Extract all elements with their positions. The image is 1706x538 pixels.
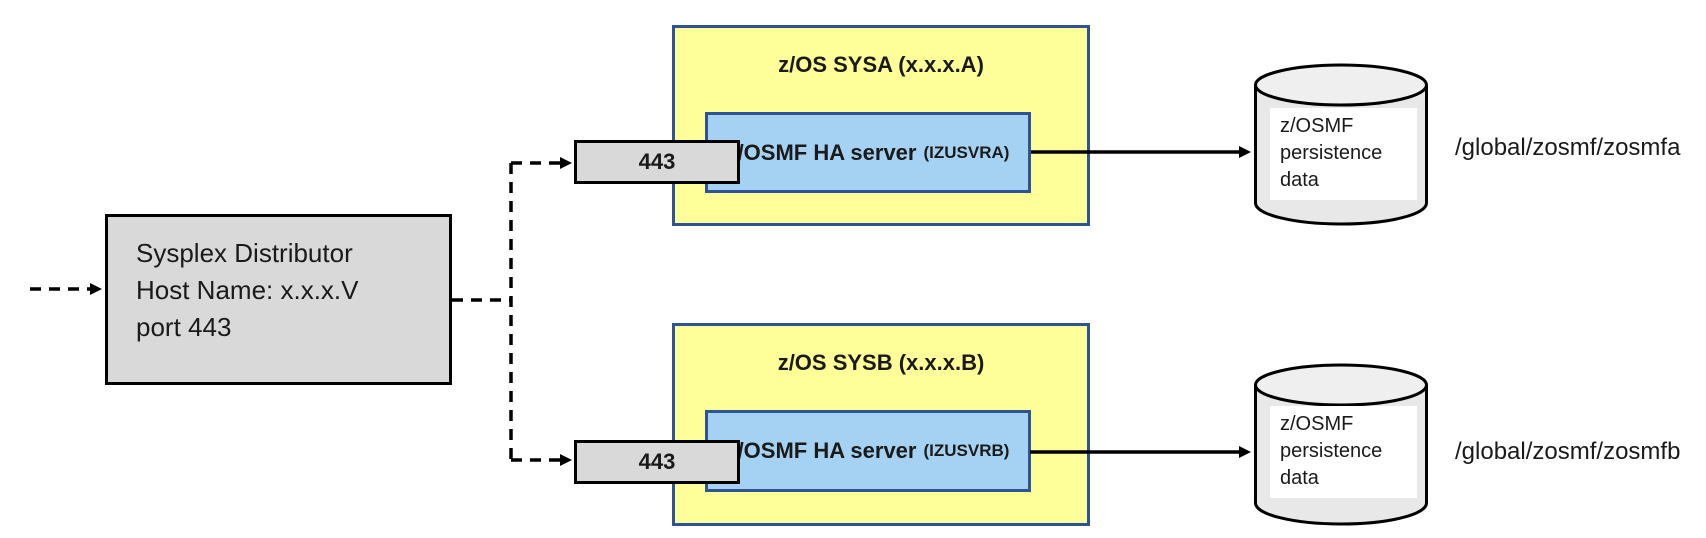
zos-sysb-title: z/OS SYSB (x.x.x.B) bbox=[777, 350, 985, 375]
distributor-title: Sysplex Distributor bbox=[136, 238, 353, 268]
server-b-instance: (IZUSVRB) bbox=[923, 441, 1010, 460]
port-443-a-box: 443 bbox=[574, 140, 740, 184]
server-a-instance: (IZUSVRA) bbox=[923, 142, 1010, 162]
distributor-hostname: Host Name: x.x.x.V bbox=[136, 275, 359, 305]
distributor-port: port 443 bbox=[136, 312, 232, 342]
server-a-label: z/OSMF HA server bbox=[726, 139, 917, 165]
persistence-data-a-label: z/OSMF persistence data bbox=[1270, 108, 1417, 200]
zosmf-ha-server-b-box: z/OSMF HA server (IZUSVRB) bbox=[705, 410, 1031, 492]
persistence-data-b-label: z/OSMF persistence data bbox=[1270, 406, 1417, 498]
port-a-label: 443 bbox=[638, 149, 676, 174]
zos-sysa-title: z/OS SYSA (x.x.x.A) bbox=[778, 52, 984, 77]
port-443-b-box: 443 bbox=[574, 440, 740, 484]
zosmf-ha-server-a-box: z/OSMF HA server (IZUSVRA) bbox=[705, 112, 1031, 193]
port-b-label: 443 bbox=[638, 449, 676, 474]
persistence-path-a: /global/zosmf/zosmfa bbox=[1455, 134, 1681, 161]
sysplex-distributor-box: Sysplex Distributor Host Name: x.x.x.V p… bbox=[105, 214, 452, 385]
server-b-label: z/OSMF HA server bbox=[726, 438, 917, 463]
persistence-path-b: /global/zosmf/zosmfb bbox=[1455, 438, 1681, 465]
